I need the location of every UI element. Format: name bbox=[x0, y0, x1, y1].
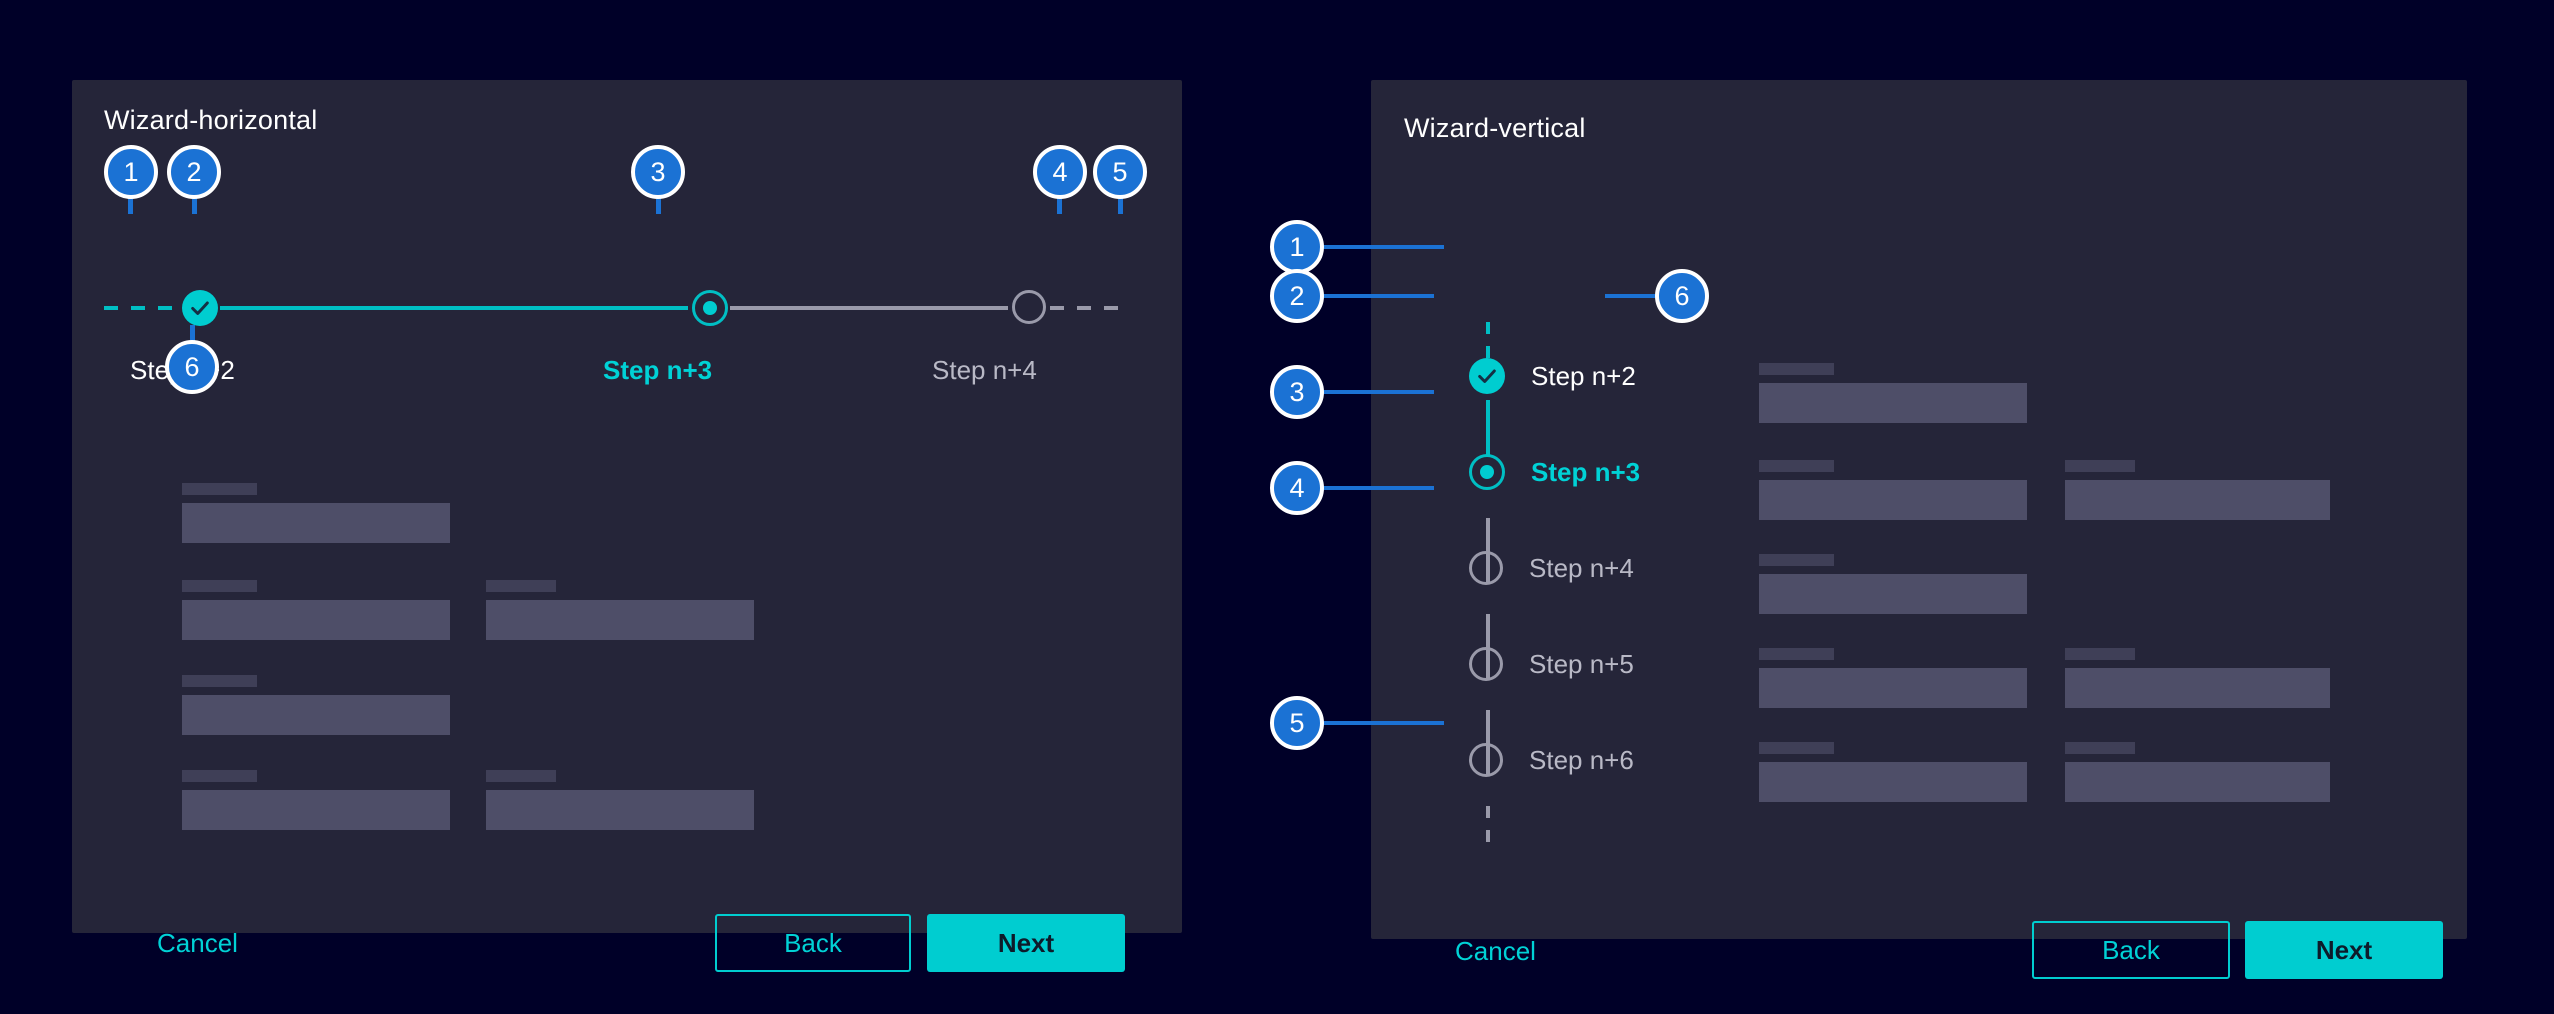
field-label-placeholder bbox=[1759, 554, 1834, 566]
vstep-label-n5: Step n+5 bbox=[1529, 648, 1634, 679]
callout-marker-h-6: 6 bbox=[165, 340, 219, 394]
radio-inner-dot bbox=[1480, 465, 1494, 479]
vstep-step-n2[interactable]: Step n+2 bbox=[1469, 358, 1636, 394]
empty-circle-icon bbox=[1469, 743, 1503, 777]
stepper-track-done bbox=[220, 306, 688, 310]
back-button[interactable]: Back bbox=[2032, 921, 2230, 979]
stepper-node-step-n3[interactable] bbox=[692, 290, 728, 326]
horizontal-stepper bbox=[72, 220, 1182, 340]
field-label-placeholder bbox=[1759, 648, 1834, 660]
field-label-placeholder bbox=[182, 580, 257, 592]
empty-circle-icon bbox=[1469, 551, 1503, 585]
callout-leader-v6 bbox=[1605, 294, 1660, 298]
field-input-placeholder[interactable] bbox=[182, 503, 450, 543]
field-label-placeholder bbox=[486, 770, 556, 782]
callout-leader-v3 bbox=[1309, 390, 1434, 394]
vertical-form-skeleton bbox=[1371, 355, 2467, 802]
callout-leader-v2 bbox=[1309, 294, 1434, 298]
vrail-dash-top bbox=[1486, 322, 1490, 366]
field-label-placeholder bbox=[182, 770, 257, 782]
vstep-label-n4: Step n+4 bbox=[1529, 552, 1634, 583]
vstep-step-n3[interactable]: Step n+3 bbox=[1469, 454, 1640, 490]
field-input-placeholder[interactable] bbox=[2065, 762, 2330, 802]
field-input-placeholder[interactable] bbox=[2065, 668, 2330, 708]
callout-marker-h-2: 2 bbox=[167, 145, 221, 199]
field-input-placeholder[interactable] bbox=[486, 600, 754, 640]
field-label-placeholder bbox=[182, 675, 257, 687]
next-button[interactable]: Next bbox=[2245, 921, 2443, 979]
empty-circle-icon bbox=[1469, 647, 1503, 681]
vertical-stepper: Step n+2 Step n+3 Step n+4 bbox=[1411, 250, 1711, 850]
field-label-placeholder bbox=[2065, 460, 2135, 472]
callout-leader-v1 bbox=[1309, 245, 1444, 249]
check-icon bbox=[182, 290, 218, 326]
stepper-node-step-n4[interactable] bbox=[1012, 290, 1046, 324]
callout-marker-v-4: 4 bbox=[1270, 461, 1324, 515]
field-input-placeholder[interactable] bbox=[1759, 480, 2027, 520]
vrail-dash-bottom bbox=[1486, 806, 1490, 850]
field-label-placeholder bbox=[1759, 742, 1834, 754]
vstep-step-n5[interactable]: Step n+5 bbox=[1469, 647, 1634, 681]
field-label-placeholder bbox=[182, 483, 257, 495]
callout-marker-h-1: 1 bbox=[104, 145, 158, 199]
back-button[interactable]: Back bbox=[715, 914, 911, 972]
callout-marker-v-3: 3 bbox=[1270, 365, 1324, 419]
callout-marker-h-3: 3 bbox=[631, 145, 685, 199]
field-label-placeholder bbox=[486, 580, 556, 592]
callout-leader-h5 bbox=[1118, 196, 1123, 214]
vstep-label-n3: Step n+3 bbox=[1531, 456, 1641, 487]
field-input-placeholder[interactable] bbox=[1759, 383, 2027, 423]
callout-marker-h-4: 4 bbox=[1033, 145, 1087, 199]
vstep-label-n6: Step n+6 bbox=[1529, 744, 1634, 775]
field-input-placeholder[interactable] bbox=[1759, 762, 2027, 802]
field-input-placeholder[interactable] bbox=[2065, 480, 2330, 520]
cancel-button[interactable]: Cancel bbox=[1455, 936, 1536, 966]
field-label-placeholder bbox=[1759, 460, 1834, 472]
callout-marker-v-1: 1 bbox=[1270, 220, 1324, 274]
check-icon bbox=[1469, 358, 1505, 394]
field-input-placeholder[interactable] bbox=[182, 695, 450, 735]
callout-marker-v-5: 5 bbox=[1270, 696, 1324, 750]
vstep-step-n6[interactable]: Step n+6 bbox=[1469, 743, 1634, 777]
vstep-step-n4[interactable]: Step n+4 bbox=[1469, 551, 1634, 585]
field-input-placeholder[interactable] bbox=[1759, 668, 2027, 708]
vrail-done bbox=[1486, 400, 1490, 470]
vstep-label-n2: Step n+2 bbox=[1531, 360, 1636, 391]
stepper-node-step-n2[interactable] bbox=[182, 290, 218, 326]
callout-leader-h2 bbox=[192, 196, 197, 214]
field-label-placeholder bbox=[1759, 363, 1834, 375]
horizontal-form-skeleton bbox=[72, 475, 1182, 830]
step-label-n4[interactable]: Step n+4 bbox=[932, 355, 1037, 385]
callout-leader-v4 bbox=[1309, 486, 1434, 490]
callout-marker-h-5: 5 bbox=[1093, 145, 1147, 199]
cancel-button[interactable]: Cancel bbox=[157, 928, 238, 958]
stepper-dash-leading bbox=[104, 306, 178, 310]
wizard-vertical-card: Wizard-vertical Step bbox=[1371, 80, 2467, 979]
callout-marker-v-6: 6 bbox=[1655, 269, 1709, 323]
radio-inner-dot bbox=[703, 301, 717, 315]
stepper-track-todo bbox=[730, 306, 1008, 310]
field-label-placeholder bbox=[2065, 742, 2135, 754]
callout-leader-h4 bbox=[1057, 196, 1062, 214]
wizard-horizontal-title: Wizard-horizontal bbox=[104, 105, 318, 135]
empty-circle-icon bbox=[1012, 290, 1046, 324]
stepper-dash-trailing bbox=[1050, 306, 1130, 310]
wizard-horizontal-card: Wizard-horizontal bbox=[72, 80, 1182, 972]
step-label-n3[interactable]: Step n+3 bbox=[603, 355, 713, 385]
radio-dot-icon bbox=[692, 290, 728, 326]
callout-marker-v-2: 2 bbox=[1270, 269, 1324, 323]
next-button[interactable]: Next bbox=[927, 914, 1125, 972]
field-input-placeholder[interactable] bbox=[1759, 574, 2027, 614]
field-input-placeholder[interactable] bbox=[486, 790, 754, 830]
callout-leader-v5 bbox=[1309, 721, 1444, 725]
field-input-placeholder[interactable] bbox=[182, 600, 450, 640]
callout-leader-h6 bbox=[190, 325, 195, 345]
field-label-placeholder bbox=[2065, 648, 2135, 660]
callout-leader-h1 bbox=[128, 196, 133, 214]
wizard-vertical-title: Wizard-vertical bbox=[1404, 113, 1586, 143]
field-input-placeholder[interactable] bbox=[182, 790, 450, 830]
radio-dot-icon bbox=[1469, 454, 1505, 490]
callout-leader-h3 bbox=[656, 196, 661, 214]
